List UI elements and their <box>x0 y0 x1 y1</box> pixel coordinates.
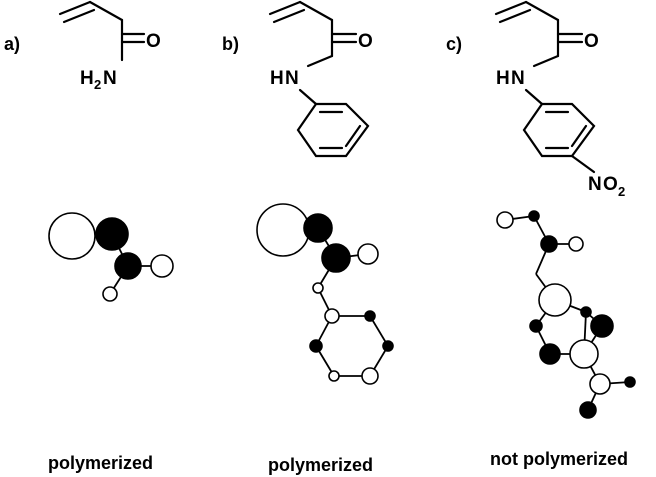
ring-carbon-atom <box>364 310 376 322</box>
panel-b-letter: b) <box>222 34 239 54</box>
oxygen-atom <box>496 211 514 229</box>
ring-carbon-atom <box>382 340 394 352</box>
panel-a: a) O H 2 N polym <box>4 0 174 473</box>
ring-carbon-atom <box>324 308 340 324</box>
nitro-oxygen-atom <box>579 401 597 419</box>
panel-c-nitrogen-label: N <box>511 68 525 89</box>
ring-carbon-atom <box>539 343 561 365</box>
panel-c-letter: c) <box>446 34 462 54</box>
panel-b-ball-model <box>256 203 394 385</box>
panel-c: c) O H N N O 2 <box>446 0 636 469</box>
panel-c-h-label: H <box>496 68 510 89</box>
nitrogen-atom <box>321 243 351 273</box>
benzene-ring <box>296 102 370 158</box>
panel-a-caption: polymerized <box>48 453 153 473</box>
panel-c-nitro-n-label: N <box>588 174 602 195</box>
ring-atom <box>569 339 599 369</box>
ring-carbon-atom <box>529 319 543 333</box>
nitrogen-atom <box>114 252 142 280</box>
hydrogen-atom <box>357 243 379 265</box>
panel-a-h-subscript: 2 <box>94 77 101 92</box>
nitro-oxygen-atom <box>624 376 636 388</box>
panel-c-caption: not polymerized <box>490 449 628 469</box>
panel-c-nitro-o-label: O <box>603 174 618 195</box>
nitro-nitrogen-atom <box>589 373 611 395</box>
carbon-atom <box>95 217 129 251</box>
panel-a-letter: a) <box>4 34 20 54</box>
panel-c-nitro-subscript: 2 <box>618 184 625 199</box>
panel-b-oxygen-label: O <box>358 31 373 52</box>
panel-b-caption: polymerized <box>268 455 373 475</box>
hydrogen-atom <box>312 282 324 294</box>
ring-carbon-atom <box>580 306 592 318</box>
panel-a-nitrogen-label: N <box>103 68 117 89</box>
ring-carbon-atom <box>361 367 379 385</box>
hydrogen-atom <box>568 236 584 252</box>
oxygen-atom <box>256 203 310 257</box>
panel-c-structure: O H N N O 2 <box>494 0 625 199</box>
carbon-atom <box>528 210 540 222</box>
panel-b: b) O H N <box>222 0 394 475</box>
panel-b-nitrogen-label: N <box>285 68 299 89</box>
panel-c-oxygen-label: O <box>584 31 599 52</box>
panel-a-oxygen-label: O <box>146 31 161 52</box>
ring-atom <box>538 283 572 317</box>
panel-a-h-label: H <box>80 68 94 89</box>
panel-b-structure: O H N <box>268 0 373 158</box>
ring-carbon-atom <box>590 314 614 338</box>
hydrogen-atom <box>150 254 174 278</box>
panel-b-h-label: H <box>270 68 284 89</box>
ring-carbon-atom <box>328 370 340 382</box>
nitrogen-atom <box>540 235 558 253</box>
panel-c-ball-model <box>496 210 636 419</box>
hydrogen-atom <box>102 286 118 302</box>
oxygen-atom <box>48 212 96 260</box>
panel-a-ball-model <box>48 212 174 302</box>
ring-carbon-atom <box>309 339 323 353</box>
carbon-atom <box>303 213 333 243</box>
panel-a-structure: O H 2 N <box>58 0 161 92</box>
